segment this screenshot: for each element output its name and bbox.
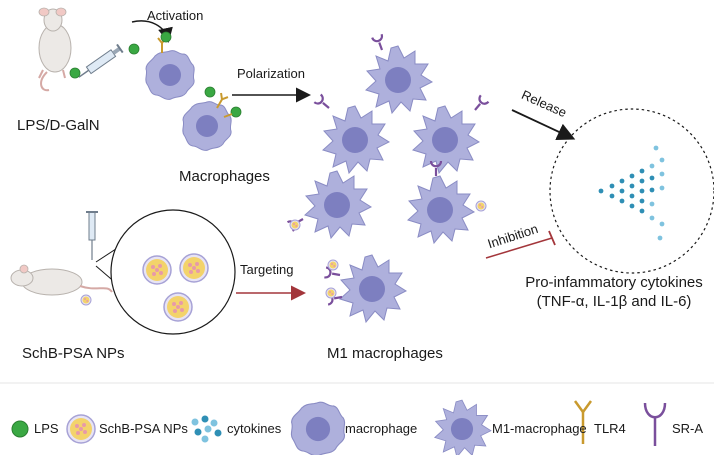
release-arrow [511,109,576,141]
targeting-label: Targeting [240,262,294,277]
legend-m1-label: M1-macrophage [492,421,587,436]
cytokines-title-line2: (TNF-α, IL-1β and IL-6) [536,293,692,310]
legend-macrophage-icon [290,401,346,455]
legend-tlr4-label: TLR4 [594,421,626,436]
syringe-icon [78,43,124,78]
legend-cytokines-label: cytokines [227,421,282,436]
m1-macrophage [407,159,475,244]
nanoparticle-icon [80,294,92,306]
cytokines-title-line1: Pro-infammatory cytokines [525,274,703,291]
legend-lps-icon [11,420,29,438]
nanoparticle-icon [475,200,487,212]
macrophage [145,37,195,100]
m1-macrophages-label: M1 macrophages [327,345,443,362]
nanoparticle-icon [179,253,209,283]
inhibition-line [485,237,553,259]
legend-nps-label: SchB-PSA NPs [99,421,188,436]
legend-cytokine-icon [191,415,222,443]
nanoparticle-icon [289,219,301,231]
schb-psa-nps-label: SchB-PSA NPs [22,345,125,362]
legend-nanoparticle-icon [66,414,96,444]
macrophages-label: Macrophages [179,168,270,185]
legend-lps-label: LPS [34,421,59,436]
cytokine-zone [549,108,714,274]
macrophage [182,92,232,151]
mouse-icon [10,264,113,296]
nanoparticle-icon [327,259,339,271]
polarization-label: Polarization [237,66,305,81]
legend-sra-icon [643,402,667,446]
legend-tlr4-icon [573,400,593,444]
nanoparticle-zoom [110,209,236,335]
mouse-icon [38,7,72,92]
lps-icon [204,86,216,98]
cytokine-icon [598,145,665,241]
m1-macrophage [412,94,490,174]
nanoparticle-icon [163,292,193,322]
legend-macrophage-label: macrophage [345,421,418,436]
lps-icon [128,43,140,55]
lps-dgaln-label: LPS/D-GalN [17,117,100,134]
nanoparticle-icon [325,287,337,299]
syringe-icon [86,211,98,260]
legend-m1-macrophage-icon [434,399,492,455]
nanoparticle-icon [142,255,172,285]
lps-icon [69,67,81,79]
lps-icon [230,106,242,118]
lps-icon [160,31,172,43]
legend-sra-label: SR-A [672,421,704,436]
m1-macrophage [286,170,372,239]
m1-macrophage [365,33,433,114]
activation-label: Activation [147,8,204,23]
